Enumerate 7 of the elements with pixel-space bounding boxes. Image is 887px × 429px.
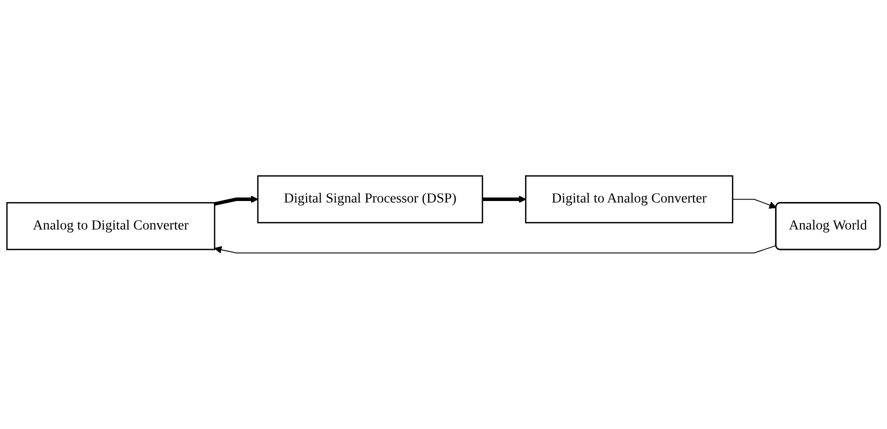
node-box: Digital Signal Processor (DSP)	[257, 175, 484, 224]
arrow	[482, 196, 526, 204]
arrow	[214, 245, 777, 254]
arrow	[214, 196, 258, 206]
node-box: Digital to Analog Converter	[525, 175, 734, 224]
arrow	[732, 198, 777, 209]
node-box: Analog to Digital Converter	[6, 202, 216, 250]
